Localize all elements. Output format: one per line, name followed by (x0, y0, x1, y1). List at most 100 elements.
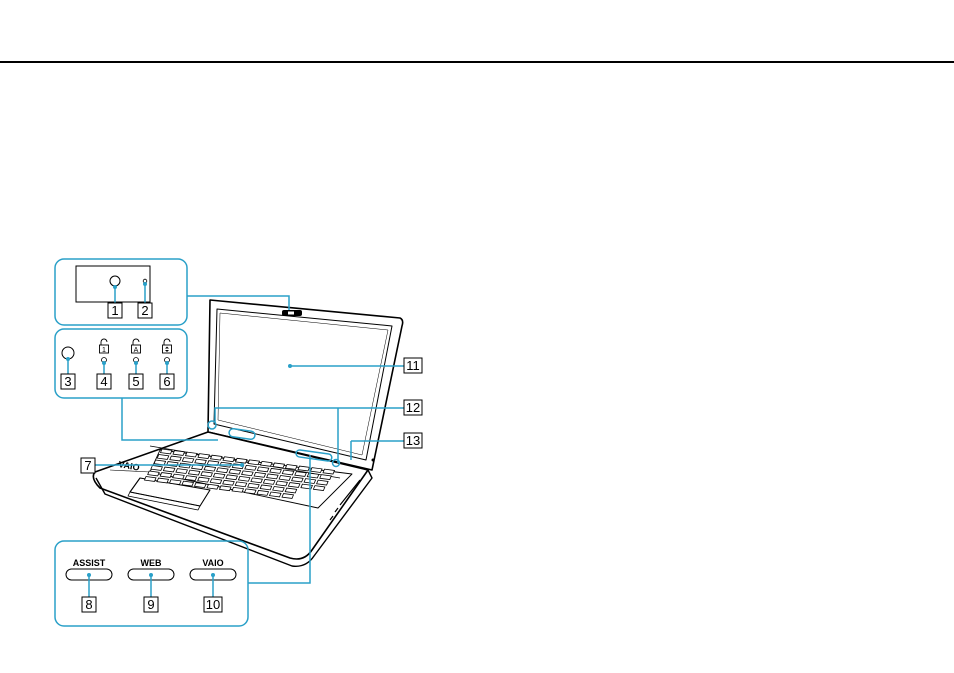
callout-number: 7 (84, 458, 91, 473)
key (157, 478, 169, 483)
key (157, 455, 169, 460)
key (195, 459, 207, 464)
svg-text:A: A (134, 347, 139, 354)
callout-1: 1 (108, 303, 122, 318)
callout-number: 8 (85, 597, 92, 612)
key (195, 483, 207, 488)
key (248, 483, 260, 488)
callout-number: 13 (406, 433, 420, 448)
key (220, 486, 232, 491)
key (173, 451, 185, 456)
callout-number: 10 (206, 597, 220, 612)
key (248, 460, 260, 465)
key (282, 470, 294, 475)
key (163, 467, 175, 472)
key (204, 466, 216, 471)
key (211, 455, 223, 460)
key (285, 488, 297, 493)
key (236, 458, 248, 463)
callout-8: 8 (82, 597, 96, 612)
assist-button-label: ASSIST (73, 558, 106, 568)
key (282, 494, 294, 499)
key (160, 473, 172, 478)
callout-12: 12 (404, 400, 422, 415)
key (151, 466, 163, 471)
power-indicator-mark (372, 459, 375, 462)
callout-number: 1 (111, 303, 118, 318)
callout-3: 3 (61, 374, 75, 389)
callout-number: 5 (132, 374, 139, 389)
key (279, 476, 291, 481)
camera-lens-icon (110, 276, 120, 286)
key (320, 475, 332, 480)
key (207, 484, 219, 489)
key (229, 469, 241, 474)
key (188, 470, 200, 475)
key (288, 483, 300, 488)
key (270, 492, 282, 497)
key (267, 474, 279, 479)
key (148, 471, 160, 476)
key (213, 473, 225, 478)
key (235, 482, 247, 487)
key (257, 467, 269, 472)
key (176, 469, 188, 474)
key (317, 480, 329, 485)
key (161, 449, 173, 454)
key (292, 477, 304, 482)
callout-5: 5 (129, 374, 143, 389)
key (185, 476, 197, 481)
scroll-lock-icon (163, 339, 172, 353)
callout-number: 6 (163, 374, 170, 389)
callout-11: 11 (404, 358, 422, 373)
callout-number: 11 (406, 358, 420, 373)
vaio-button-label: VAIO (202, 558, 223, 568)
key (245, 489, 257, 494)
key (313, 486, 325, 491)
num-lock-icon: 1 (100, 339, 109, 354)
key (257, 490, 269, 495)
key (242, 471, 254, 476)
key (170, 456, 182, 461)
svg-text:1: 1 (102, 347, 106, 354)
key (198, 477, 210, 482)
callout-number: 12 (406, 400, 420, 415)
key (286, 465, 298, 470)
key (245, 465, 257, 470)
key (201, 472, 213, 477)
callout-number: 2 (141, 303, 148, 318)
key (145, 477, 157, 482)
key (238, 476, 250, 481)
key (273, 463, 285, 468)
web-button-label: WEB (141, 558, 162, 568)
key (182, 481, 194, 486)
key (182, 458, 194, 463)
key (217, 468, 229, 473)
key (307, 473, 319, 478)
callout-10: 10 (204, 597, 222, 612)
key (311, 468, 323, 473)
key (198, 454, 210, 459)
key (273, 487, 285, 492)
key (298, 466, 310, 471)
callout-9: 9 (144, 597, 158, 612)
callout-2: 2 (138, 303, 152, 318)
key (261, 461, 273, 466)
callout-4: 4 (97, 374, 111, 389)
key (154, 460, 166, 465)
key (186, 452, 198, 457)
callout-number: 9 (147, 597, 154, 612)
lid-camera (282, 310, 302, 316)
key (223, 457, 235, 462)
key (170, 480, 182, 485)
laptop-illustration (93, 300, 402, 566)
key (276, 481, 288, 486)
key (210, 479, 222, 484)
key (251, 478, 263, 483)
key (295, 472, 307, 477)
callout-number: 4 (100, 374, 107, 389)
callout-6: 6 (160, 374, 174, 389)
key (254, 472, 266, 477)
key (173, 474, 185, 479)
